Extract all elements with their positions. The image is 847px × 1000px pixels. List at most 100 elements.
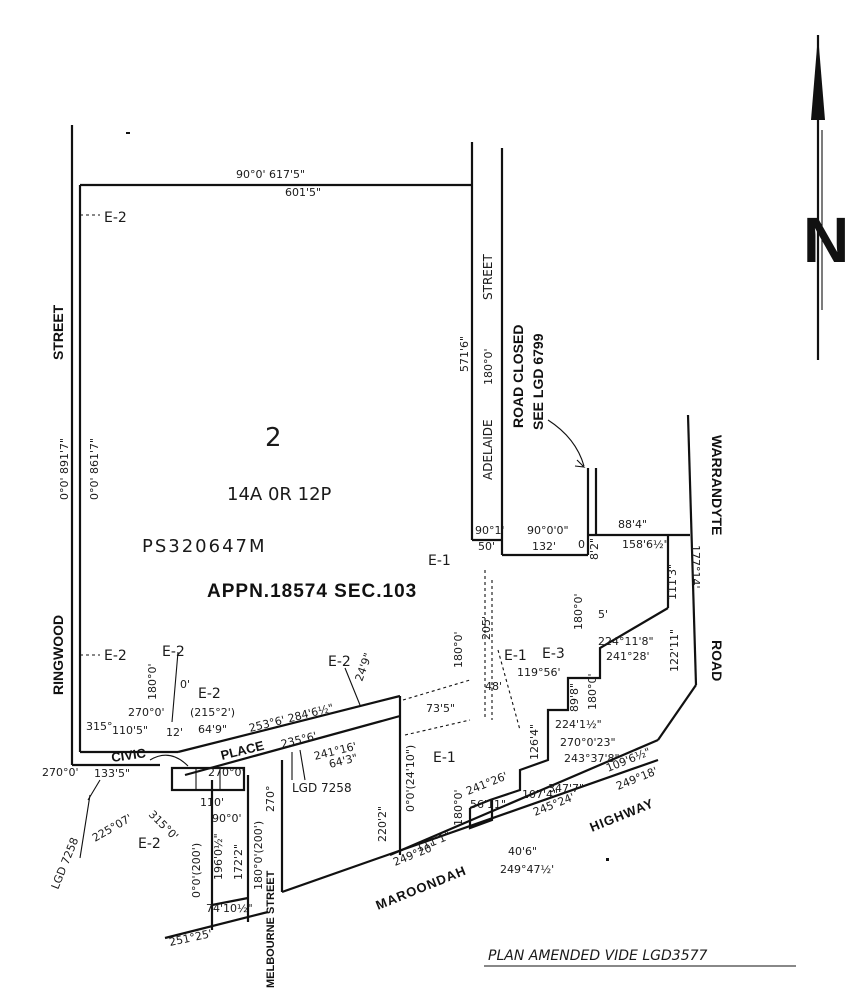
dim-notch-c: 90°0'0" bbox=[527, 524, 569, 537]
dim-1800c: 180°0' bbox=[572, 593, 585, 630]
dim-205: 205' bbox=[480, 616, 493, 640]
dim-2241: 224'1½" bbox=[555, 718, 602, 731]
dim-2512: 251°25' bbox=[168, 927, 213, 949]
dim-east-c: 8'2" bbox=[588, 538, 601, 560]
dim-0: 0' bbox=[180, 678, 190, 691]
street-label-left: STREET bbox=[50, 304, 66, 360]
street-highway: HIGHWAY bbox=[588, 795, 657, 834]
road-closed-ref: SEE LGD 6799 bbox=[530, 333, 546, 430]
dim-11956: 119°56' bbox=[517, 666, 561, 679]
dim-war-b: 111'3" bbox=[666, 564, 679, 600]
street-adelaide-street: STREET bbox=[481, 254, 495, 300]
lgd-7258-ref-b: LGD 7258 bbox=[49, 836, 82, 892]
dim-315: 315° bbox=[86, 720, 113, 733]
dim-2700b: 270°0' bbox=[42, 766, 79, 779]
dim-notch-d: 132' bbox=[532, 540, 556, 553]
street-maroondah: MAROONDAH bbox=[374, 863, 469, 913]
dim-180: 180°0' bbox=[146, 663, 159, 700]
easement-e1-low: E-1 bbox=[433, 750, 456, 766]
speck bbox=[606, 858, 609, 861]
dim-00b: 0°0'(24'10") bbox=[404, 745, 417, 812]
easement-e3: E-3 bbox=[542, 646, 565, 662]
dim-180b: 180°0'(200') bbox=[252, 821, 265, 890]
dim-270-a: 270°0' bbox=[128, 706, 165, 719]
dim-top-b: 601'5" bbox=[285, 186, 321, 199]
dim-1800b: 180°0' bbox=[452, 789, 465, 826]
dim-24128: 241°28' bbox=[606, 650, 650, 663]
lgd-7258-ref-a: LGD 7258 bbox=[292, 781, 352, 795]
dim-civ-b: 235°6' bbox=[280, 729, 319, 750]
dim-2700: 270°0' bbox=[208, 766, 245, 779]
dim-adelaide-b: 180°0' bbox=[482, 348, 495, 385]
street-road: ROAD bbox=[709, 640, 725, 681]
dim-civ-a: 253°6' 284'6½" bbox=[248, 701, 335, 735]
street-ringwood: RINGWOOD bbox=[50, 615, 66, 695]
north-arrow: N bbox=[803, 35, 847, 360]
dim-notch-b: 50' bbox=[478, 540, 495, 553]
dim-left-b: 0°0' 861'7" bbox=[88, 438, 101, 500]
north-label: N bbox=[803, 204, 847, 276]
dim-00: 0°0'(200') bbox=[190, 843, 203, 898]
dim-22507: 225°07' bbox=[90, 812, 134, 845]
dim-27023: 270°0'23" bbox=[560, 736, 616, 749]
dim-21521: (215°2') bbox=[190, 706, 235, 719]
dim-1264: 126'4" bbox=[528, 724, 541, 760]
easement-e2-civic-b: E-2 bbox=[198, 686, 221, 702]
dim-898: 89'8" bbox=[568, 683, 581, 712]
dim-649: 64'9" bbox=[198, 723, 227, 736]
dim-war-a: 177°14' bbox=[689, 545, 702, 589]
dim-notch-e: 0 bbox=[578, 538, 585, 551]
dim-406: 40'6" bbox=[508, 845, 537, 858]
dim-74: 74'10½" bbox=[206, 902, 253, 915]
dim-735: 73'5" bbox=[426, 702, 455, 715]
dim-24126: 241°26' bbox=[464, 769, 509, 797]
dim-1800d: 180°0' bbox=[586, 673, 599, 710]
dim-top-a: 90°0' 617'5" bbox=[236, 168, 305, 181]
dim-900: 90°0' bbox=[212, 812, 242, 825]
dim-east-a: 88'4" bbox=[618, 518, 647, 531]
dim-12: 12' bbox=[166, 726, 183, 739]
easement-e2-left: E-2 bbox=[104, 648, 127, 664]
dim-196: 196'0½" bbox=[212, 833, 225, 880]
dim-24378: 243°37'8" bbox=[564, 752, 620, 765]
dim-war-c: 122'11" bbox=[668, 629, 681, 672]
dim-270c: 270° bbox=[264, 786, 277, 813]
dim-1105: 110'5" bbox=[112, 724, 148, 737]
lot-area: 14A 0R 12P bbox=[227, 484, 332, 505]
dim-adelaide-a: 571'6" bbox=[458, 336, 471, 372]
street-warrandyte: WARRANDYTE bbox=[709, 435, 725, 535]
easement-e2-place: E-2 bbox=[328, 654, 351, 670]
dim-civ-c: 24'9" bbox=[353, 651, 375, 683]
plan-reference: PS320647M bbox=[142, 536, 267, 557]
easement-e1-top: E-1 bbox=[428, 553, 451, 569]
dim-2202: 220'2" bbox=[376, 806, 389, 842]
dim-1335: 133'5" bbox=[94, 767, 130, 780]
street-melbourne: MELBOURNE STREET bbox=[265, 870, 277, 988]
dim-5611: 56'11" bbox=[470, 798, 506, 811]
easement-e2-melbourne: E-2 bbox=[138, 836, 161, 852]
easement-lines bbox=[79, 214, 586, 859]
dim-1722: 172'2" bbox=[232, 844, 245, 880]
easement-e2-top: E-2 bbox=[104, 210, 127, 226]
easement-e2-civic: E-2 bbox=[162, 644, 185, 660]
appn-section: APPN.18574 SEC.103 bbox=[207, 581, 417, 602]
easement-e1-mid: E-1 bbox=[504, 648, 527, 664]
dim-1800: 180°0' bbox=[452, 631, 465, 668]
dim-1074: 107'4" bbox=[522, 788, 558, 801]
dim-22411: 224°11'8" bbox=[598, 635, 654, 648]
dim-110: 110' bbox=[200, 796, 224, 809]
street-adelaide: ADELAIDE bbox=[481, 419, 495, 480]
lot-boundary bbox=[70, 125, 698, 940]
amendment-note: PLAN AMENDED VIDE LGD3577 bbox=[488, 948, 708, 964]
dim-left-a: 0°0' 891'7" bbox=[58, 438, 71, 500]
dim-5: 5' bbox=[598, 608, 608, 621]
dim-notch-a: 90°1' bbox=[475, 524, 505, 537]
dimension-annotations: 90°0' 617'5" 601'5" 0°0' 891'7" 0°0' 861… bbox=[42, 168, 702, 949]
dim-3477: 347'7" bbox=[548, 782, 584, 795]
speck bbox=[126, 132, 130, 134]
lot-number: 2 bbox=[265, 423, 282, 453]
dim-east-b: 158'6½" bbox=[622, 538, 669, 551]
street-civic: CIVIC bbox=[110, 745, 147, 765]
dim-48: 48' bbox=[485, 680, 502, 693]
